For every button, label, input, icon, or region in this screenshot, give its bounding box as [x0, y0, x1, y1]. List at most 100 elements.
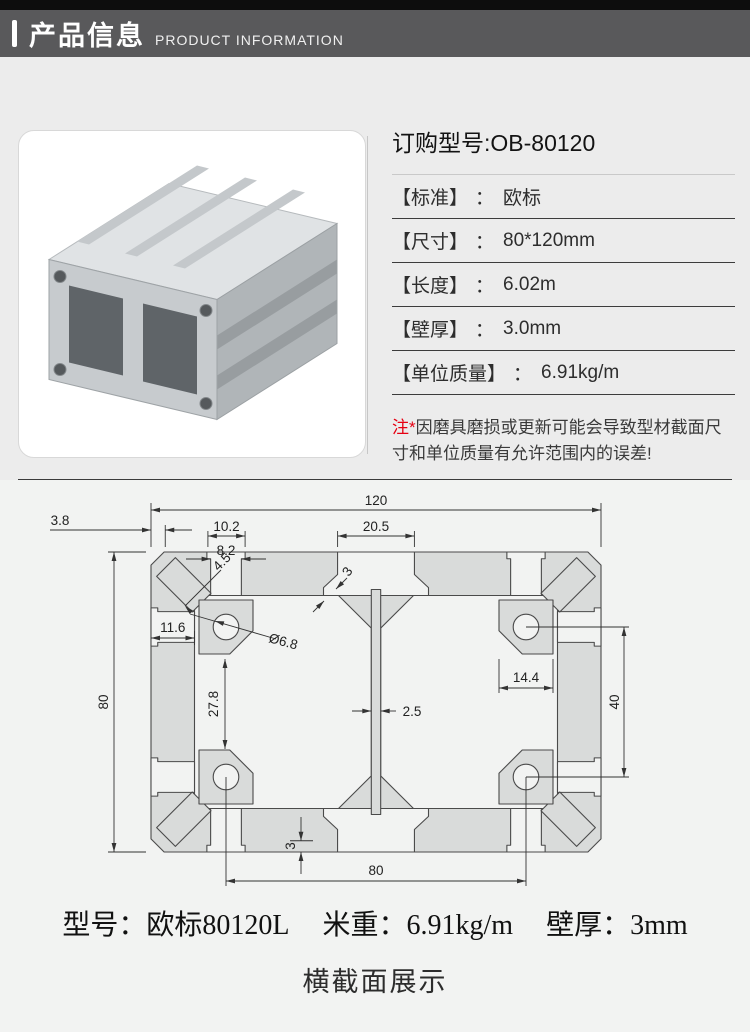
dimension-arrow: [111, 552, 117, 561]
dimension-line: [184, 569, 222, 607]
spec-colon: ：: [475, 188, 495, 209]
screw-hole: [199, 397, 213, 410]
vertical-divider: [367, 136, 368, 454]
footer-label: 型号: [62, 910, 119, 941]
dimension-label: 27.8: [206, 691, 221, 717]
cavity-opening: [69, 285, 123, 376]
footer-colon: ：: [602, 910, 631, 941]
spec-row: 【尺寸】 ： 80*120mm: [392, 219, 735, 263]
top-groove: [173, 189, 305, 269]
footer-colon: ：: [378, 910, 407, 941]
dimension-arrow: [592, 507, 601, 513]
top-groove: [77, 165, 209, 245]
dimension-arrow: [362, 708, 372, 714]
dimension-arrow: [499, 685, 508, 691]
center-web: [370, 588, 382, 816]
dimension-arrow: [621, 768, 627, 777]
t-slot: [506, 551, 546, 597]
top-black-strip: [0, 0, 750, 10]
dimension-arrow: [298, 831, 304, 841]
dimension-arrow: [151, 507, 160, 513]
spec-value: 6.91kg/m: [541, 361, 620, 383]
footer-item: 型号：欧标80120L: [62, 910, 289, 941]
corner-strut: [540, 791, 596, 847]
dimension-arrow: [337, 533, 347, 539]
t-slot: [150, 757, 196, 797]
dimension-label: 10.2: [213, 519, 239, 534]
page-title: 产品信息: [29, 21, 145, 51]
footer-item: 壁厚：3mm: [546, 910, 688, 941]
spec-colon: ：: [475, 232, 495, 253]
product-photo: [47, 165, 339, 421]
side-groove: [217, 299, 337, 390]
dimension-arrow: [215, 621, 225, 626]
dimension-arrow: [544, 685, 553, 691]
footer-item: 米重：6.91kg/m: [322, 910, 513, 941]
dimension-label: Ø6.8: [267, 630, 299, 652]
spec-value: 3.0mm: [503, 317, 562, 339]
corner-strut: [540, 557, 596, 613]
dimension-label: 80: [368, 863, 383, 878]
footer-value: 欧标80120L: [146, 910, 290, 941]
drawing-caption: 横截面展示: [302, 967, 448, 997]
center-slot: [322, 807, 430, 853]
spec-colon: ：: [513, 364, 533, 385]
dimension-label: 120: [365, 493, 388, 508]
footer-value: 6.91kg/m: [406, 910, 514, 941]
corner-strut: [156, 557, 212, 613]
dimension-arrow: [151, 635, 160, 641]
cavity-opening: [143, 303, 197, 395]
dimension-label: 3: [283, 842, 298, 850]
dimension-label: 80: [96, 694, 111, 709]
spec-label: 【单位质量】: [392, 364, 507, 385]
hole: [212, 613, 240, 641]
dimension-arrow: [380, 708, 390, 714]
dimension-arrow: [336, 580, 345, 589]
note-text: 因磨具磨损或更新可能会导致型材截面尺寸和单位质量有允许范围内的误差!: [392, 418, 722, 464]
dimension-label: 40: [607, 694, 622, 709]
dimension-label: 11.6: [160, 620, 185, 635]
spec-label: 【壁厚】: [392, 320, 469, 341]
dimension-arrow: [236, 533, 246, 539]
spec-label: 【标准】: [392, 188, 469, 209]
dimension-line: [189, 613, 277, 640]
dimension-label: 2.5: [403, 704, 422, 719]
screw-hole: [53, 363, 67, 376]
dimension-arrow: [201, 556, 211, 562]
dimension-arrow: [142, 527, 151, 533]
spec-row: 【单位质量】 ： 6.91kg/m: [392, 351, 735, 395]
product-photo-card: [18, 130, 366, 458]
spec-value: 欧标: [503, 188, 542, 209]
spec-label: 【长度】: [392, 276, 469, 297]
dimension-arrow: [226, 878, 235, 884]
center-slot: [322, 551, 430, 597]
footer-label: 米重: [322, 910, 379, 941]
dimension-arrow: [185, 635, 195, 641]
dimension-arrow: [165, 527, 175, 533]
dimension-arrow: [185, 606, 194, 615]
footer-colon: ：: [118, 910, 147, 941]
side-groove: [217, 259, 337, 350]
dimension-arrow: [222, 659, 228, 668]
spec-row: 【壁厚】 ： 3.0mm: [392, 307, 735, 351]
dimension-arrow: [222, 740, 228, 749]
tolerance-note: 注*因磨具磨损或更新可能会导致型材截面尺寸和单位质量有允许范围内的误差!: [392, 415, 735, 468]
footer-value: 3mm: [630, 910, 688, 941]
spec-value: 6.02m: [503, 273, 556, 295]
screw-hole: [53, 270, 67, 283]
dimension-arrow: [405, 533, 415, 539]
footer-label: 壁厚: [546, 910, 603, 941]
spec-colon: ：: [475, 276, 495, 297]
top-groove: [125, 177, 257, 257]
dimension-label: 3.8: [51, 513, 70, 528]
dimension-arrow: [517, 878, 526, 884]
spec-row: 【长度】 ： 6.02m: [392, 263, 735, 307]
dimension-arrow: [298, 852, 304, 861]
screw-hole: [199, 304, 213, 317]
corner-strut: [156, 791, 212, 847]
spec-panel: 订购型号:OB-80120 【标准】 ： 欧标 【尺寸】 ： 80*120mm …: [392, 116, 735, 468]
page-subtitle: PRODUCT INFORMATION: [155, 31, 344, 48]
spec-colon: ：: [475, 320, 495, 341]
